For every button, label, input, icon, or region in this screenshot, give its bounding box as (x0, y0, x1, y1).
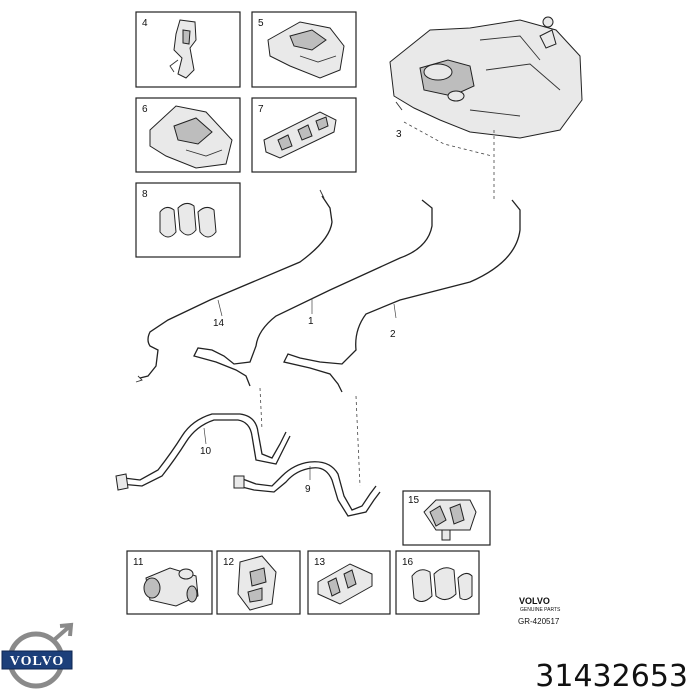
callout-9: 9 (305, 484, 311, 495)
detail-box-4: 4 (135, 11, 241, 88)
callout-13: 13 (314, 557, 326, 568)
detail-box-8: 8 (135, 182, 241, 258)
genuine-parts-text: GENUINE PARTS (520, 607, 561, 613)
volvo-logo: VOLVO (1, 622, 74, 689)
part-number: 31432653 (535, 659, 688, 694)
callout-3: 3 (396, 129, 402, 140)
callout-10: 10 (200, 446, 212, 457)
callout-12: 12 (223, 557, 235, 568)
pipe-14: 14 (135, 189, 333, 383)
callout-4: 4 (142, 18, 148, 29)
logo-lettering: VOLVO (10, 654, 65, 669)
callout-8: 8 (142, 189, 148, 200)
detail-box-13: 13 (307, 550, 391, 615)
callout-14: 14 (213, 318, 225, 329)
detail-box-12: 12 (216, 550, 301, 615)
hose-10: 10 (115, 413, 291, 491)
callout-16: 16 (402, 557, 414, 568)
callout-15: 15 (408, 495, 420, 506)
callout-11: 11 (133, 557, 144, 568)
detail-box-15: 15 (402, 490, 491, 546)
drawing-reference: GR-420517 (518, 617, 560, 626)
hose-9: 9 (233, 461, 381, 517)
detail-box-7: 7 (251, 97, 357, 173)
pipe-1: 1 (193, 199, 433, 387)
callout-7: 7 (258, 104, 264, 115)
detail-box-11: 11 (126, 550, 213, 615)
detail-box-5: 5 (251, 11, 357, 88)
detail-box-6: 6 (135, 97, 241, 173)
detail-box-16: 16 (395, 550, 480, 615)
genuine-brand-text: VOLVO (519, 596, 550, 606)
callout-6: 6 (142, 104, 148, 115)
callout-5: 5 (258, 18, 264, 29)
pipe-2: 2 (283, 199, 521, 393)
callout-1: 1 (308, 316, 314, 327)
fuel-tank: 3 (389, 16, 583, 140)
genuine-parts-mark: VOLVO GENUINE PARTS GR-420517 (518, 596, 561, 626)
callout-2: 2 (390, 329, 396, 340)
